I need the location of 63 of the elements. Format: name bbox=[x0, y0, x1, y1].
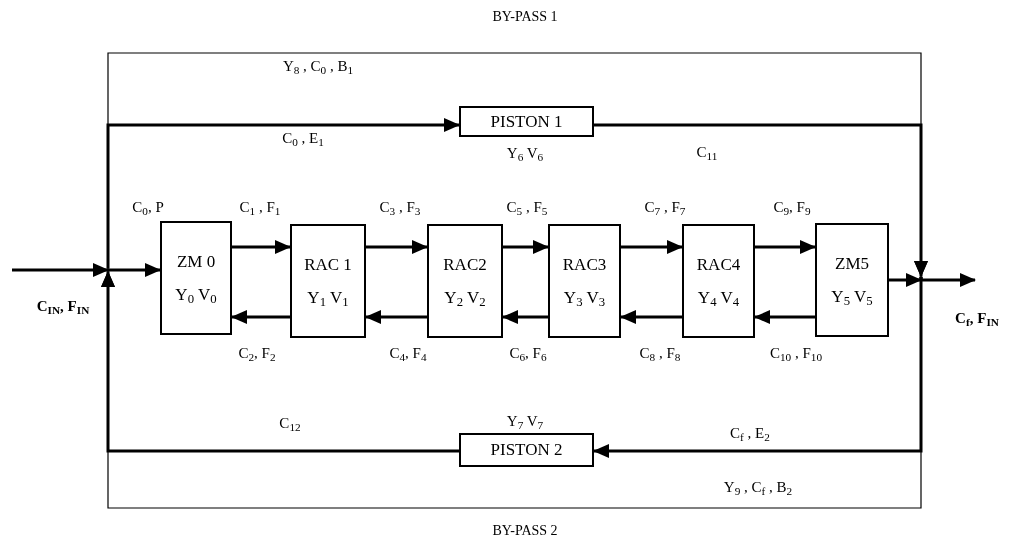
box-label: Y$_{3}$ V$_{3}$ bbox=[563, 287, 606, 309]
bypass-title: BY-PASS 2 bbox=[492, 521, 558, 540]
edge-label: C$_{1}$ , F$_{1}$ bbox=[239, 197, 281, 219]
box-label: Y$_{1}$ V$_{1}$ bbox=[307, 287, 349, 309]
edge-label: C$_{0}$, P bbox=[132, 197, 164, 219]
box-label: Y$_{2}$ V$_{2}$ bbox=[444, 287, 486, 309]
process-box bbox=[290, 224, 366, 338]
edge-label: Y$_{9}$ , C$_{f}$ , B$_{2}$ bbox=[723, 477, 793, 499]
box-label: PISTON 2 bbox=[490, 439, 563, 461]
process-box bbox=[459, 433, 594, 467]
arrow bbox=[365, 310, 427, 324]
arrow bbox=[754, 310, 815, 324]
process-box bbox=[427, 224, 503, 338]
edge-label: C$_{8}$ , F$_{8}$ bbox=[639, 343, 681, 365]
box-label: RAC3 bbox=[562, 253, 607, 275]
edge-label: C$_{9}$, F$_{9}$ bbox=[773, 197, 811, 219]
edge-label: C$_{IN}$, F$_{IN}$ bbox=[36, 296, 90, 318]
node-caption: Y$_{6}$ V$_{6}$ bbox=[506, 143, 544, 165]
arrow bbox=[232, 240, 291, 254]
bypass-title: BY-PASS 1 bbox=[492, 7, 558, 26]
node-caption: Y$_{7}$ V$_{7}$ bbox=[506, 411, 544, 433]
arrow bbox=[231, 310, 290, 324]
arrow bbox=[12, 263, 109, 277]
process-box bbox=[548, 224, 621, 338]
arrow bbox=[620, 310, 682, 324]
edge-label: C$_{7}$ , F$_{7}$ bbox=[644, 197, 686, 219]
edge-label: Y$_{8}$ , C$_{0}$ , B$_{1}$ bbox=[282, 56, 354, 78]
box-label: Y$_{5}$ V$_{5}$ bbox=[831, 286, 873, 308]
arrow bbox=[502, 310, 548, 324]
box-label: ZM5 bbox=[835, 252, 869, 274]
edge-label: C$_{f}$, F$_{IN}$ bbox=[955, 308, 999, 330]
arrow bbox=[107, 52, 928, 277]
process-box bbox=[160, 221, 232, 335]
edge-label: C$_{f}$ , E$_{2}$ bbox=[730, 423, 770, 445]
edge-label: C$_{0}$ , E$_{1}$ bbox=[282, 128, 324, 150]
box-label: RAC 1 bbox=[304, 253, 352, 275]
edge-label: C$_{4}$, F$_{4}$ bbox=[389, 343, 427, 365]
arrow bbox=[106, 118, 460, 268]
process-box bbox=[459, 106, 594, 137]
edge-label: C$_{5}$ , F$_{5}$ bbox=[506, 197, 548, 219]
box-label: PISTON 1 bbox=[490, 110, 563, 133]
arrow bbox=[621, 240, 683, 254]
edge-label: C$_{11}$ bbox=[696, 142, 718, 164]
box-label: RAC4 bbox=[696, 253, 741, 275]
box-label: Y$_{0}$ V$_{0}$ bbox=[175, 284, 217, 306]
arrow bbox=[366, 240, 428, 254]
box-label: Y$_{4}$ V$_{4}$ bbox=[697, 287, 740, 309]
process-box bbox=[682, 224, 755, 338]
box-label: ZM 0 bbox=[176, 250, 216, 272]
arrow bbox=[593, 280, 923, 458]
edge-label: C$_{6}$, F$_{6}$ bbox=[509, 343, 547, 365]
edge-label: C$_{2}$, F$_{2}$ bbox=[238, 343, 276, 365]
process-box bbox=[815, 223, 889, 337]
arrow bbox=[921, 273, 976, 287]
arrow bbox=[101, 271, 922, 509]
arrow bbox=[755, 240, 816, 254]
arrow bbox=[108, 263, 161, 277]
edge-label: C$_{10}$ , F$_{10}$ bbox=[769, 343, 823, 365]
edge-label: C$_{12}$ bbox=[279, 413, 301, 435]
box-label: RAC2 bbox=[443, 253, 487, 275]
edge-label: C$_{3}$ , F$_{3}$ bbox=[379, 197, 421, 219]
arrow bbox=[889, 273, 922, 287]
arrow bbox=[503, 240, 549, 254]
